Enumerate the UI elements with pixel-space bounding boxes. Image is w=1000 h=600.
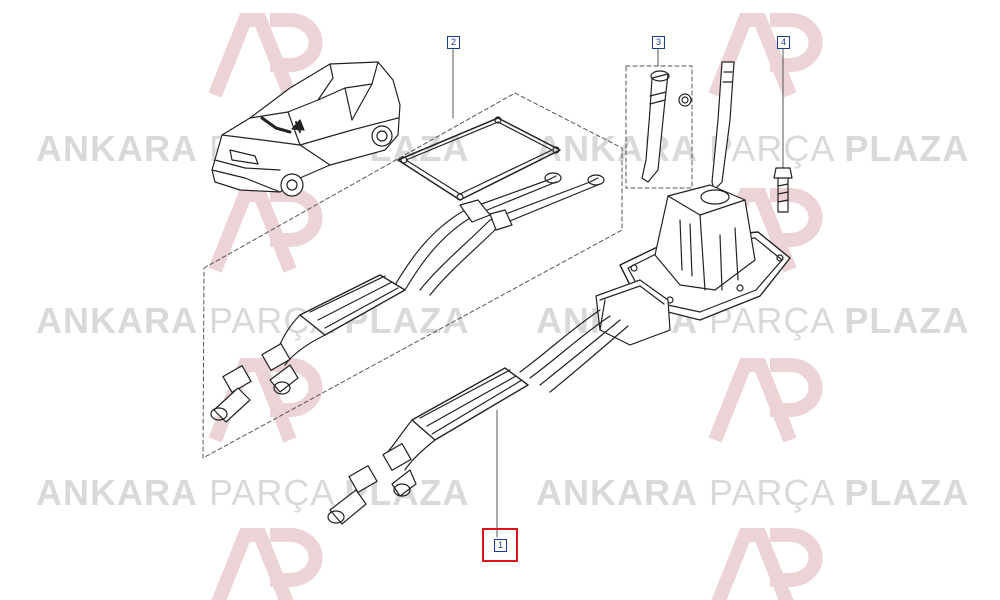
watermark-logo-icon xyxy=(711,528,823,600)
upper-cable-assembly xyxy=(210,172,605,423)
bolt xyxy=(773,48,793,213)
gasket xyxy=(397,116,561,201)
shift-lever-sleeve xyxy=(625,48,693,189)
watermark-logo-icon xyxy=(211,528,323,600)
callout-label: 3 xyxy=(652,36,665,49)
callout-label: 4 xyxy=(777,36,790,49)
dashed-assembly-outline xyxy=(202,92,623,459)
callout-label: 2 xyxy=(447,36,460,49)
watermark-logo-icon xyxy=(708,13,823,98)
highlighted-part-marker[interactable]: 1 xyxy=(482,528,518,562)
lower-cable-assembly xyxy=(327,309,629,538)
callout-label: 1 xyxy=(494,539,507,552)
watermark-logo-icon xyxy=(208,13,323,98)
watermark-logo-icon xyxy=(708,358,823,443)
watermark-logo-icon xyxy=(208,188,323,273)
gear-shift-housing xyxy=(595,61,791,346)
car-illustration xyxy=(211,61,401,197)
